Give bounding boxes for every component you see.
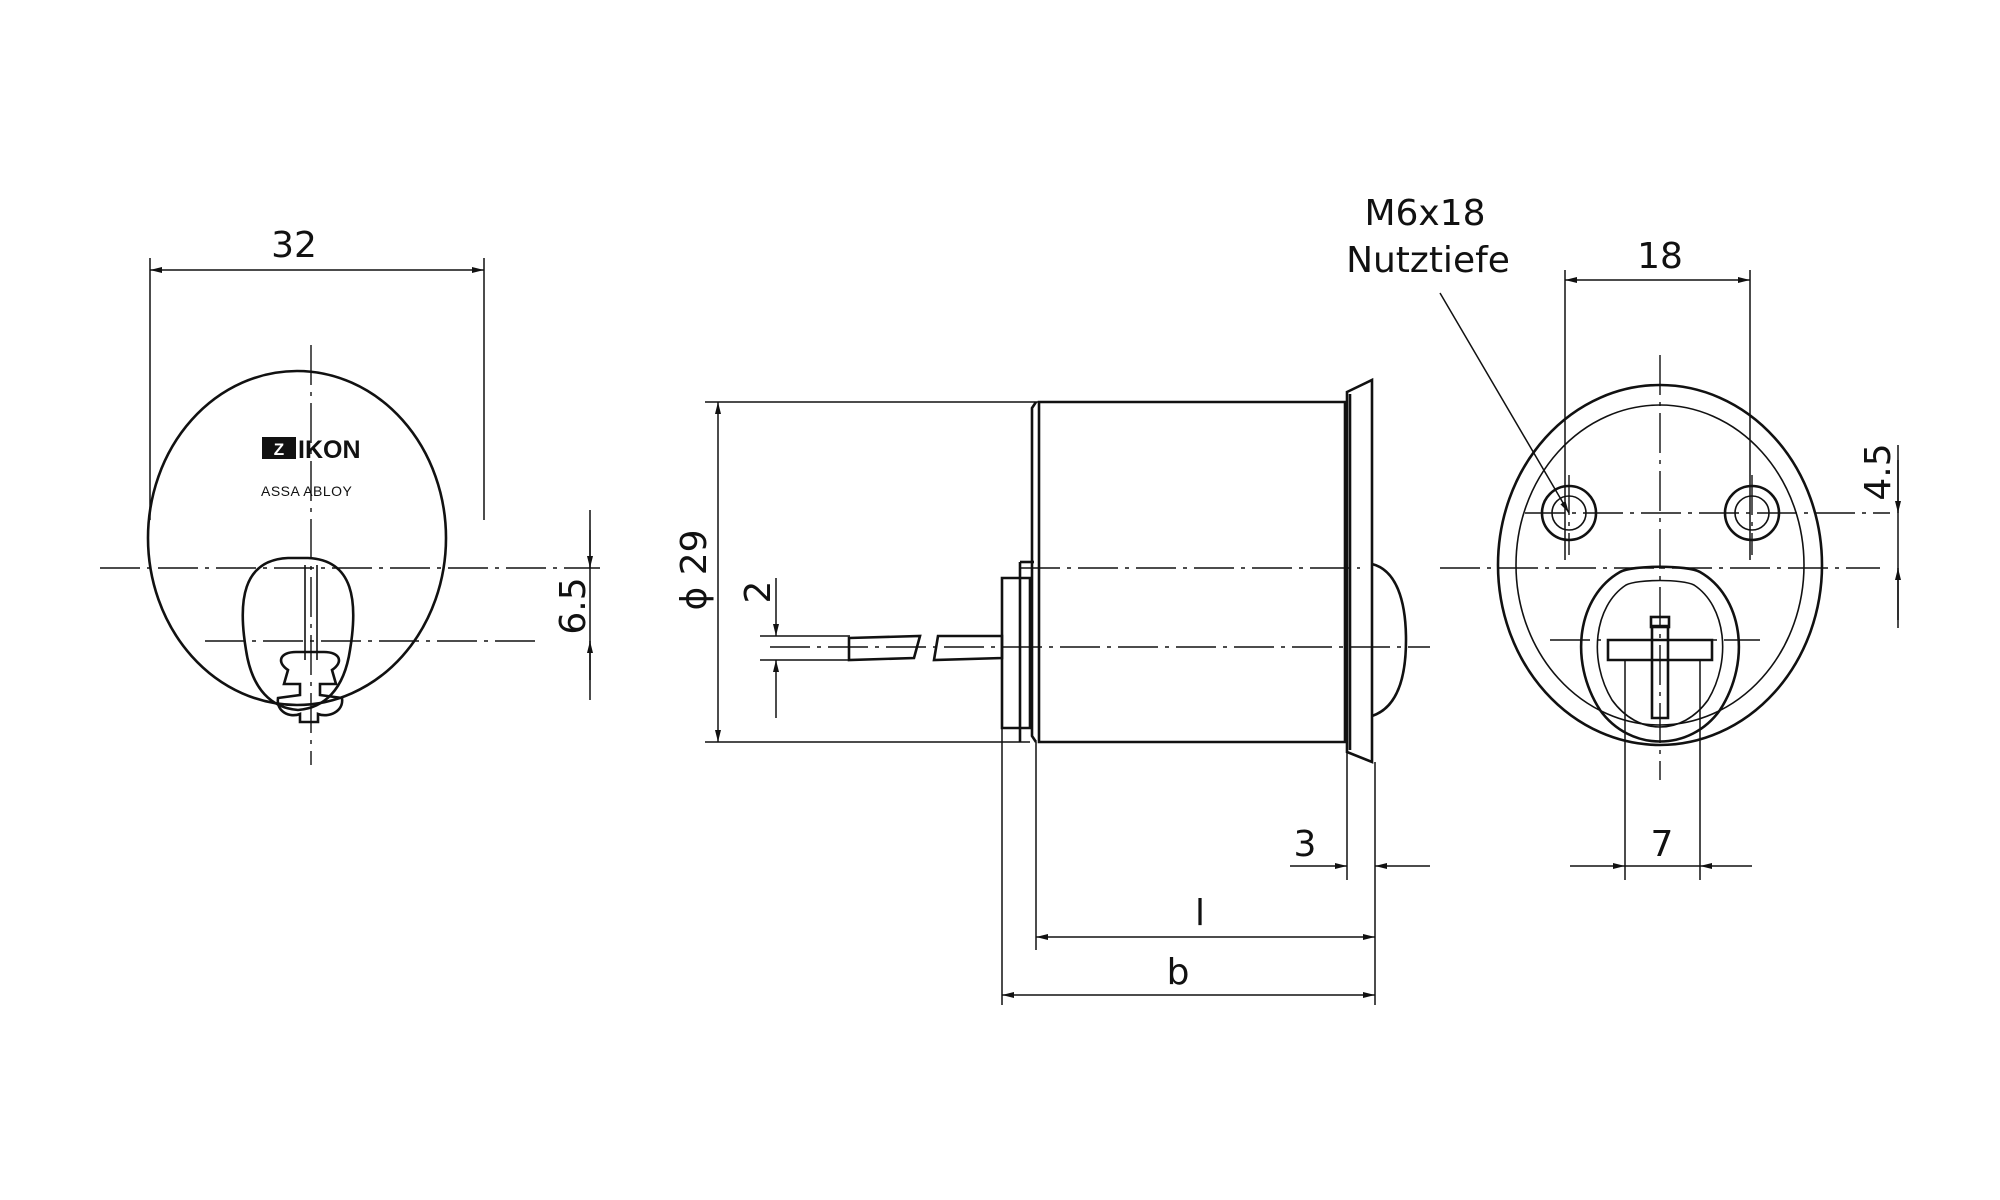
dim-6-5-label: 6.5: [553, 577, 594, 634]
dome-plug: [1371, 562, 1408, 718]
thread-note-line2: Nutztiefe: [1346, 240, 1510, 281]
cylinder-body: [1037, 400, 1347, 744]
ikon-logo: Z IKON ASSA ABLOY: [261, 436, 361, 499]
side-view: ϕ 29 2 3 l b: [674, 377, 1430, 1005]
brand-subtitle: ASSA ABLOY: [261, 483, 353, 499]
rear-plug-outer: [1579, 565, 1741, 743]
cylinder-body-edge: [1030, 401, 1038, 743]
thread-leader: [1439, 292, 1570, 514]
rear-plug-inner: [1596, 579, 1724, 728]
shaft-segment-left: [847, 634, 922, 662]
dim-l-label: l: [1195, 893, 1205, 934]
dim-4-5-label: 4.5: [1858, 443, 1899, 500]
thread-note-line1: M6x18: [1364, 193, 1485, 234]
cam-disc: [1000, 576, 1032, 730]
front-view: Z IKON ASSA ABLOY 32 6.5: [100, 225, 600, 765]
dim-32-label: 32: [271, 225, 317, 266]
dim-2-label: 2: [738, 581, 779, 604]
brand-name: IKON: [298, 436, 361, 464]
logo-badge: [262, 437, 296, 459]
front-housing-outline: [146, 369, 448, 707]
dim-29-label: ϕ 29: [674, 530, 715, 611]
dim-3-label: 3: [1294, 824, 1317, 865]
flange: [1345, 377, 1374, 764]
logo-badge-mark: Z: [274, 440, 284, 459]
key-bow-profile: [276, 650, 344, 724]
dim-18-label: 18: [1637, 236, 1683, 277]
keyway-profile: [241, 556, 355, 712]
rear-view: M6x18 Nutztiefe 18 4.5 7: [1346, 193, 1901, 880]
shaft-segment-right: [932, 634, 1004, 662]
dim-7-label: 7: [1651, 824, 1674, 865]
dim-b-label: b: [1167, 952, 1190, 993]
